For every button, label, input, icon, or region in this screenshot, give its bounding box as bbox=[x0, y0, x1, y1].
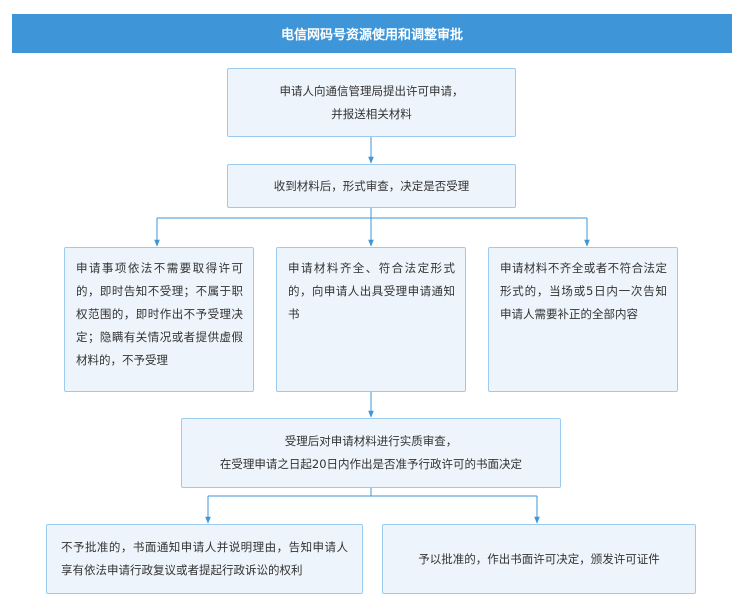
branch-supplement-text: 申请材料不齐全或者不符合法定形式的，当场或5日内一次告知申请人需要补正的全部内容 bbox=[500, 261, 667, 321]
step-branch-supplement: 申请材料不齐全或者不符合法定形式的，当场或5日内一次告知申请人需要补正的全部内容 bbox=[488, 247, 678, 392]
apply-line-2: 并报送相关材料 bbox=[331, 106, 412, 121]
apply-line-1: 申请人向通信管理局提出许可申请， bbox=[279, 83, 464, 98]
step-formal-review: 收到材料后，形式审查，决定是否受理 bbox=[227, 164, 516, 208]
branch-reject-text: 申请事项依法不需要取得许可的，即时告知不受理；不属于职权范围的，即时作出不予受理… bbox=[76, 261, 243, 367]
not-approved-text: 不予批准的，书面通知申请人并说明理由，告知申请人享有依法申请行政复议或者提起行政… bbox=[61, 540, 348, 577]
substantive-line-2: 在受理申请之日起20日内作出是否准予行政许可的书面决定 bbox=[219, 457, 523, 471]
step-not-approved: 不予批准的，书面通知申请人并说明理由，告知申请人享有依法申请行政复议或者提起行政… bbox=[46, 524, 363, 594]
step-approved: 予以批准的，作出书面许可决定，颁发许可证件 bbox=[382, 524, 696, 594]
approved-text: 予以批准的，作出书面许可决定，颁发许可证件 bbox=[418, 551, 660, 566]
substantive-line-1: 受理后对申请材料进行实质审查， bbox=[284, 434, 458, 448]
formal-review-text: 收到材料后，形式审查，决定是否受理 bbox=[273, 178, 470, 193]
page-title: 电信网码号资源使用和调整审批 bbox=[12, 14, 732, 53]
step-branch-reject: 申请事项依法不需要取得许可的，即时告知不受理；不属于职权范围的，即时作出不予受理… bbox=[64, 247, 254, 392]
branch-accept-text: 申请材料齐全、符合法定形式的，向申请人出具受理申请通知书 bbox=[288, 261, 455, 321]
step-branch-accept: 申请材料齐全、符合法定形式的，向申请人出具受理申请通知书 bbox=[276, 247, 466, 392]
step-substantive-review: 受理后对申请材料进行实质审查， 在受理申请之日起20日内作出是否准予行政许可的书… bbox=[181, 418, 561, 488]
step-apply: 申请人向通信管理局提出许可申请， 并报送相关材料 bbox=[227, 68, 516, 137]
